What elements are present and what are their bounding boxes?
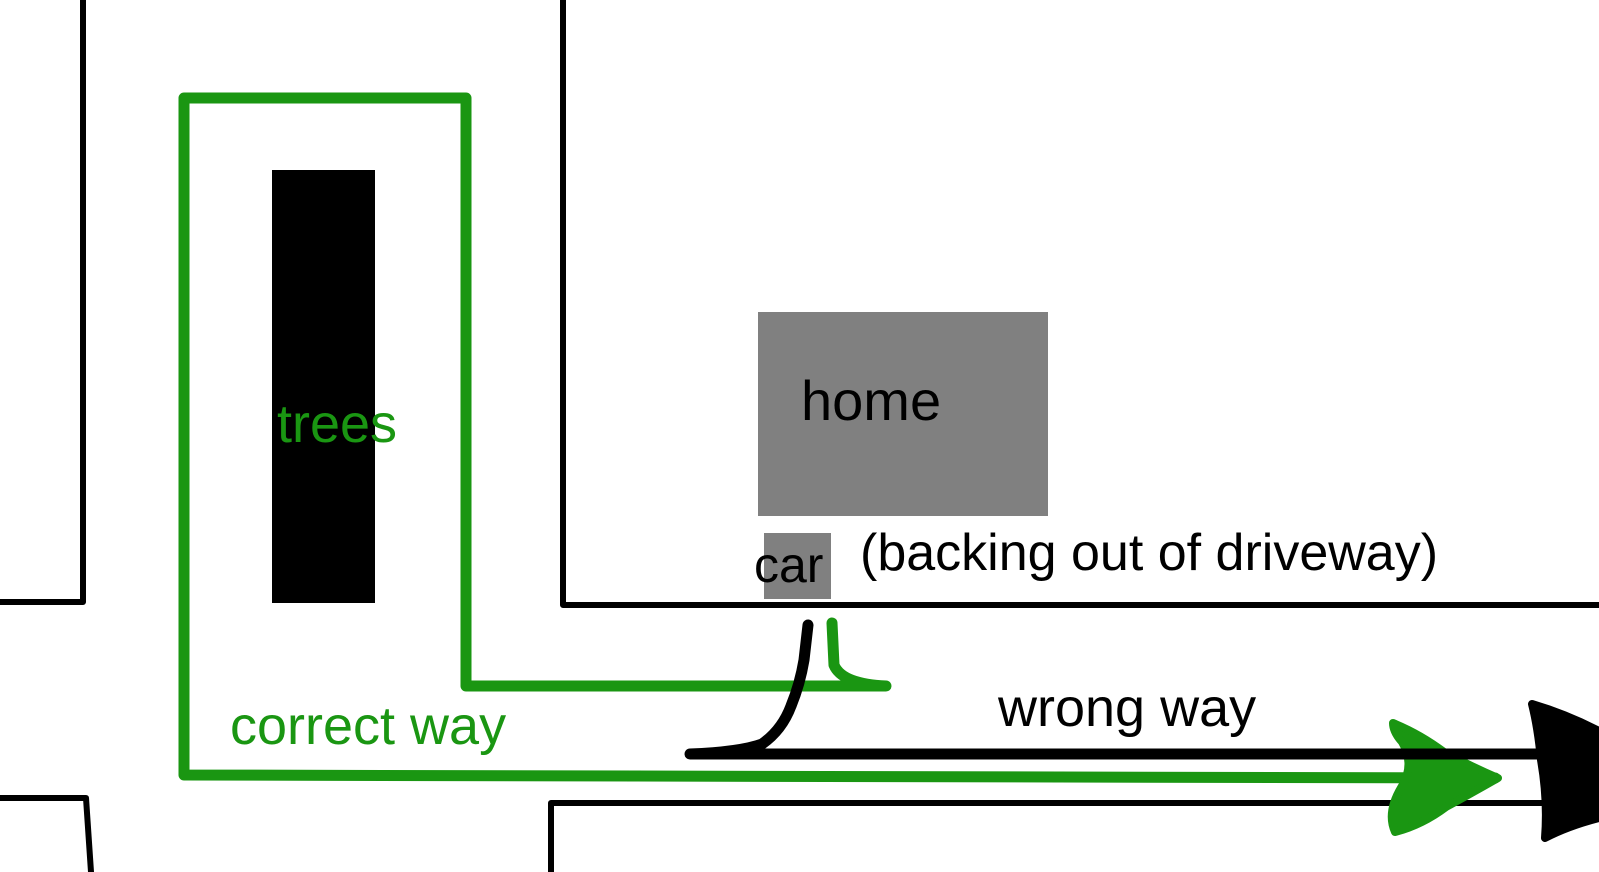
car-label: car	[754, 537, 823, 593]
home-label: home	[801, 369, 941, 432]
road-edge-right-block	[560, 0, 1599, 608]
wrong-way-arrowhead	[1528, 700, 1599, 842]
trees-label: trees	[277, 394, 397, 454]
wrong-way-line	[684, 619, 1598, 760]
road-edge-bottom-right	[548, 800, 1568, 872]
car-block	[764, 533, 831, 599]
wrong-way-label: wrong way	[997, 678, 1256, 738]
road-edge-bottom-left	[0, 795, 94, 872]
trees-block	[272, 170, 375, 603]
home-block	[758, 312, 1048, 516]
car-note-label: (backing out of driveway)	[860, 524, 1438, 582]
correct-way-arrowhead	[1387, 719, 1502, 836]
wrong-way-path	[684, 619, 1599, 842]
correct-way-line	[178, 92, 1501, 784]
correct-way-label: correct way	[230, 696, 506, 756]
road-edge-left-block	[0, 0, 86, 605]
